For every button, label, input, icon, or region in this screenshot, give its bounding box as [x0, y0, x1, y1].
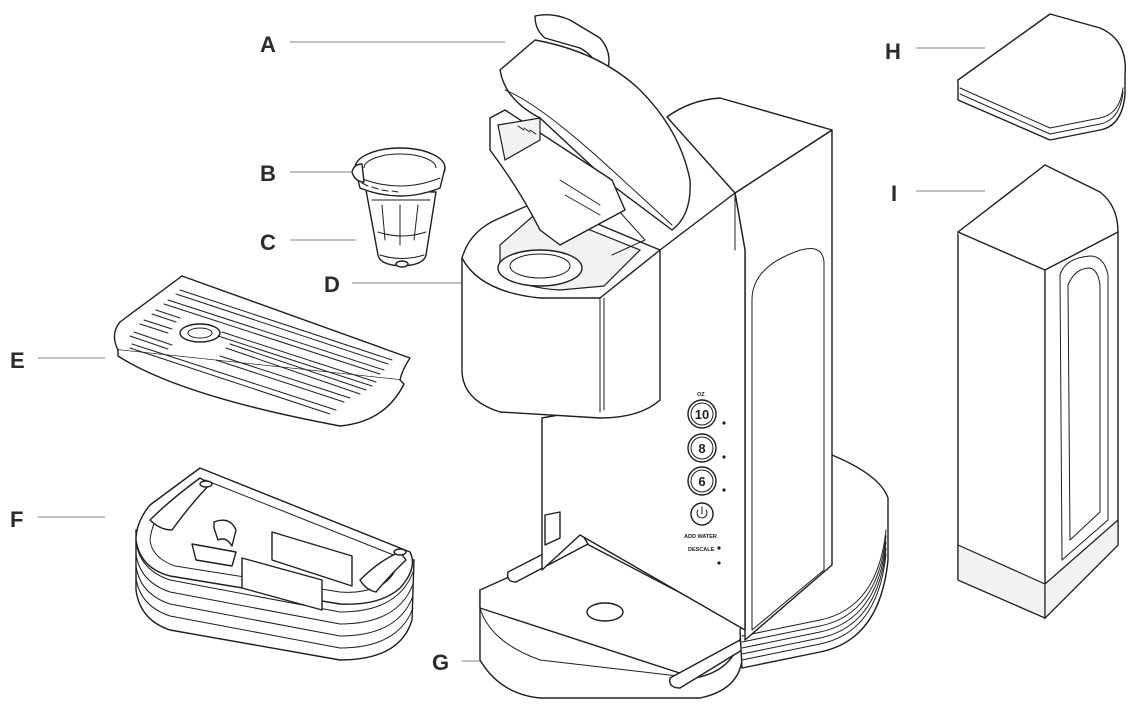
- callout-c: C: [260, 230, 356, 255]
- drip-tray-grate: [113, 275, 411, 427]
- callout-label-b: B: [260, 161, 276, 186]
- drip-tray-base: [135, 467, 415, 661]
- callout-h: H: [885, 39, 985, 64]
- brew-8oz-label: 8: [698, 441, 705, 456]
- brewer-lid: [489, 13, 691, 246]
- coffee-machine-body: OZ 10 8 6: [461, 97, 889, 669]
- brew-8oz-button[interactable]: 8: [687, 433, 726, 463]
- add-water-indicator: [717, 546, 721, 550]
- callout-i: I: [891, 181, 985, 206]
- callout-a: A: [260, 32, 505, 57]
- brew-10oz-button[interactable]: 10: [687, 399, 726, 429]
- callout-label-f: F: [10, 507, 23, 532]
- callout-b: B: [260, 161, 355, 186]
- brew-10oz-label: 10: [695, 407, 709, 422]
- water-reservoir: [957, 164, 1119, 620]
- callout-f: F: [10, 507, 105, 532]
- callout-e: E: [10, 348, 105, 373]
- callout-label-d: D: [324, 272, 340, 297]
- brew-6oz-button[interactable]: 6: [687, 466, 726, 496]
- add-water-label: ADD WATER: [684, 534, 717, 540]
- descale-label: DESCALE: [688, 547, 715, 553]
- callout-label-a: A: [260, 32, 276, 57]
- pod-holder: [351, 147, 446, 268]
- descale-indicator: [717, 561, 721, 565]
- reservoir-lid: [957, 13, 1126, 141]
- brew-6oz-label: 6: [698, 474, 705, 489]
- callout-label-g: G: [432, 650, 449, 675]
- callout-label-e: E: [10, 348, 25, 373]
- callout-label-h: H: [885, 39, 901, 64]
- callout-label-i: I: [891, 181, 897, 206]
- control-panel: OZ 10 8 6: [684, 392, 726, 565]
- power-button[interactable]: [690, 502, 714, 526]
- callout-label-c: C: [260, 230, 276, 255]
- oz-label: OZ: [697, 392, 705, 398]
